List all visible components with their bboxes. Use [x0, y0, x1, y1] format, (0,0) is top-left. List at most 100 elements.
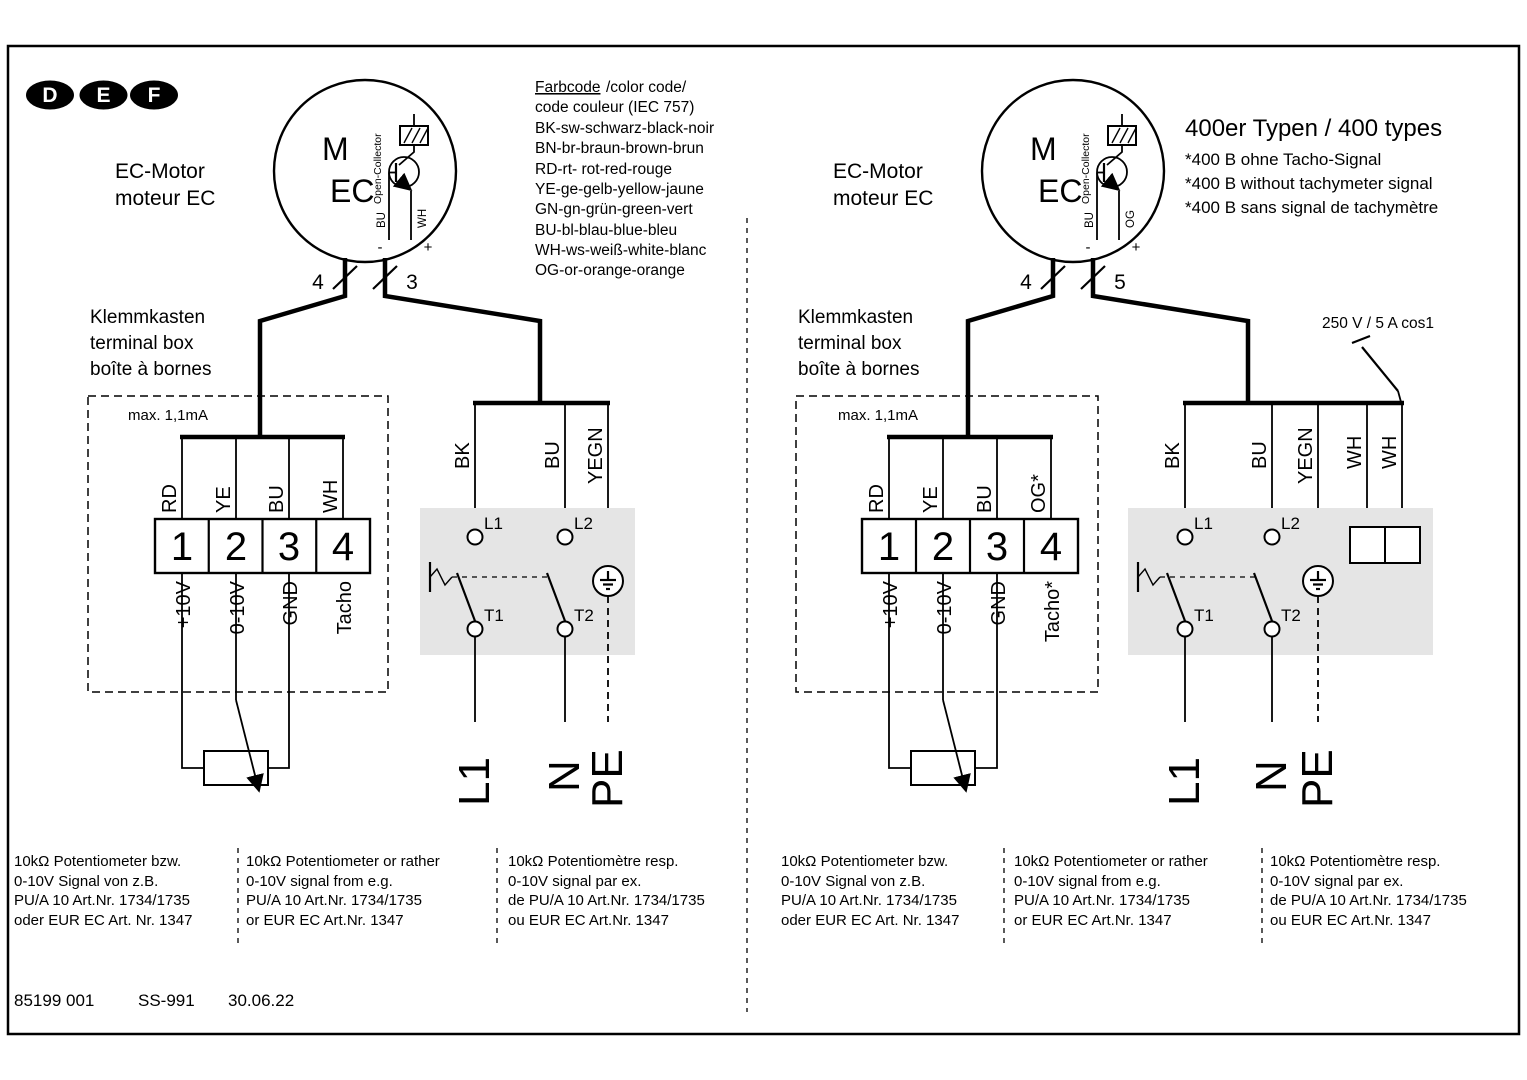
tacho-terminal-block: [1384, 526, 1421, 564]
terminal-number-3: 3: [278, 525, 300, 569]
note-line: 10kΩ Potentiometer or rather: [1014, 853, 1208, 870]
output-pe: PE: [583, 749, 632, 808]
color-code-entry: RD-rt- rot-red-rouge: [535, 161, 672, 178]
terminal-number-3: 3: [986, 525, 1008, 569]
right-motor-title-line1: EC-Motor: [833, 160, 923, 183]
note-line: oder EUR EC Art. Nr. 1347: [781, 912, 959, 929]
badge-e-shape: [79, 80, 128, 110]
note-line: 0-10V signal par ex.: [1270, 873, 1403, 890]
right-switch-box: L1 L2 T1 T2: [1128, 508, 1433, 655]
cable-slash-mark: [1080, 265, 1106, 290]
potentiometer-wiper-arrow: [942, 699, 971, 793]
note-line: or EUR EC Art.Nr. 1347: [246, 912, 404, 929]
power-wire-bu: BU: [542, 441, 564, 469]
transistor-symbol: [1096, 145, 1128, 240]
note-line: PU/A 10 Art.Nr. 1734/1735: [1014, 892, 1190, 909]
terminal-number-2: 2: [932, 525, 954, 569]
terminal-function-10v: +10V: [173, 580, 195, 628]
output-l1: L1: [1160, 757, 1209, 806]
color-code-entry: BK-sw-schwarz-black-noir: [535, 120, 714, 137]
max-current-label: max. 1,1mA: [128, 407, 208, 424]
color-code-entry: BN-br-braun-brown-brun: [535, 140, 704, 157]
output-n: N: [1247, 760, 1296, 792]
left-diagram: EC-Motor moteur EC M EC Open-Collector: [87, 78, 635, 808]
terminal-box-label-en: terminal box: [798, 333, 902, 354]
power-wire-yegn: YEGN: [585, 427, 607, 484]
terminal-box-outline: [87, 395, 389, 693]
output-n: N: [540, 760, 589, 792]
badge-d: D: [42, 84, 57, 107]
left-motor-cables: 4 3: [257, 258, 543, 437]
control-cable-count: 4: [1020, 271, 1032, 294]
note-line: 0-10V Signal von z.B.: [781, 873, 925, 890]
contact-t1: [1176, 620, 1194, 638]
left-switch-box: L1 L2 T1 T2: [420, 508, 635, 655]
note-line: 0-10V signal from e.g.: [246, 873, 393, 890]
color-code-entry: GN-gn-grün-green-vert: [535, 201, 693, 218]
resistor-symbol: [1107, 114, 1137, 146]
cable-slash-mark: [1040, 265, 1066, 290]
wire-color-bu: BU: [266, 485, 288, 513]
color-code-subtitle: code couleur (IEC 757): [535, 99, 694, 116]
switch-blade: [545, 572, 567, 622]
note-line: 0-10V signal from e.g.: [1014, 873, 1161, 890]
power-wire-yegn: YEGN: [1295, 427, 1317, 484]
contact-l1: [466, 528, 484, 546]
color-code-title: Farbcode: [535, 79, 600, 96]
contact-label-l2: L2: [574, 514, 593, 533]
left-terminal-strip: 1 2 3 4: [153, 517, 372, 575]
right-motor-cables: 4 5: [965, 258, 1251, 437]
drawing-border: [6, 44, 1521, 1036]
terminal-box-label-fr: boîte à bornes: [798, 359, 919, 380]
rating-switch-symbol: [1351, 334, 1402, 403]
types-400-line: *400 B ohne Tacho-Signal: [1185, 150, 1381, 169]
motor-ec-label: EC: [1038, 173, 1082, 209]
power-wire-wh2: WH: [1379, 436, 1401, 469]
notes-right-de: 10kΩ Potentiometer bzw. 0-10V Signal von…: [781, 853, 959, 929]
color-code-entry: BU-bl-blau-blue-bleu: [535, 222, 677, 239]
terminal-function-tacho: Tacho: [334, 581, 356, 634]
power-wire-bk: BK: [1162, 442, 1184, 469]
wire-color-ye: YE: [920, 486, 942, 513]
switch-blade: [1252, 572, 1274, 622]
potentiometer-wiper-arrow: [235, 699, 264, 793]
motor-m-label: M: [322, 131, 349, 167]
wire-color-wh: WH: [320, 480, 342, 513]
contact-label-l1: L1: [1194, 514, 1213, 533]
power-wire-bk: BK: [452, 442, 474, 469]
note-line: 0-10V signal par ex.: [508, 873, 641, 890]
left-motor-symbol: M EC Open-Collector BU WH -: [272, 78, 458, 264]
terminal-number-1: 1: [171, 525, 193, 569]
note-line: 10kΩ Potentiometer bzw.: [14, 853, 181, 870]
left-control-wires: [180, 434, 345, 519]
motor-ec-label: EC: [330, 173, 374, 209]
badge-f: F: [148, 84, 161, 107]
terminal-box-label-fr: boîte à bornes: [90, 359, 211, 380]
left-motor-title-line1: EC-Motor: [115, 160, 205, 183]
actuator-zigzag: [429, 567, 453, 587]
terminal-function-tacho: Tacho*: [1042, 581, 1064, 642]
title-block: 85199 001 SS-991 30.06.22: [14, 991, 294, 1010]
types-400-line: *400 B sans signal de tachymètre: [1185, 198, 1438, 217]
footnote-separators: [237, 848, 1263, 944]
notes-right-en: 10kΩ Potentiometer or rather 0-10V signa…: [1014, 853, 1208, 929]
minus-sign: -: [1086, 239, 1091, 256]
note-line: 10kΩ Potentiomètre resp.: [1270, 853, 1440, 870]
terminal-box-outline: [795, 395, 1099, 693]
control-cable-count: 4: [312, 271, 324, 294]
contact-t2: [1263, 620, 1281, 638]
terminal-box-label-de: Klemmkasten: [90, 307, 205, 328]
contact-label-t2: T2: [574, 606, 594, 625]
types-400-line: *400 B without tachymeter signal: [1185, 174, 1433, 193]
right-control-wires: [887, 434, 1053, 519]
right-output-wires: [1184, 596, 1319, 722]
contact-l1: [1176, 528, 1194, 546]
switch-blade: [455, 572, 477, 622]
plus-sign: +: [424, 239, 433, 256]
wire-color-rd: RD: [866, 484, 888, 513]
contact-t1: [466, 620, 484, 638]
switch-blade: [1165, 572, 1187, 622]
right-diagram: EC-Motor moteur EC 400er Typen / 400 typ…: [795, 78, 1442, 808]
